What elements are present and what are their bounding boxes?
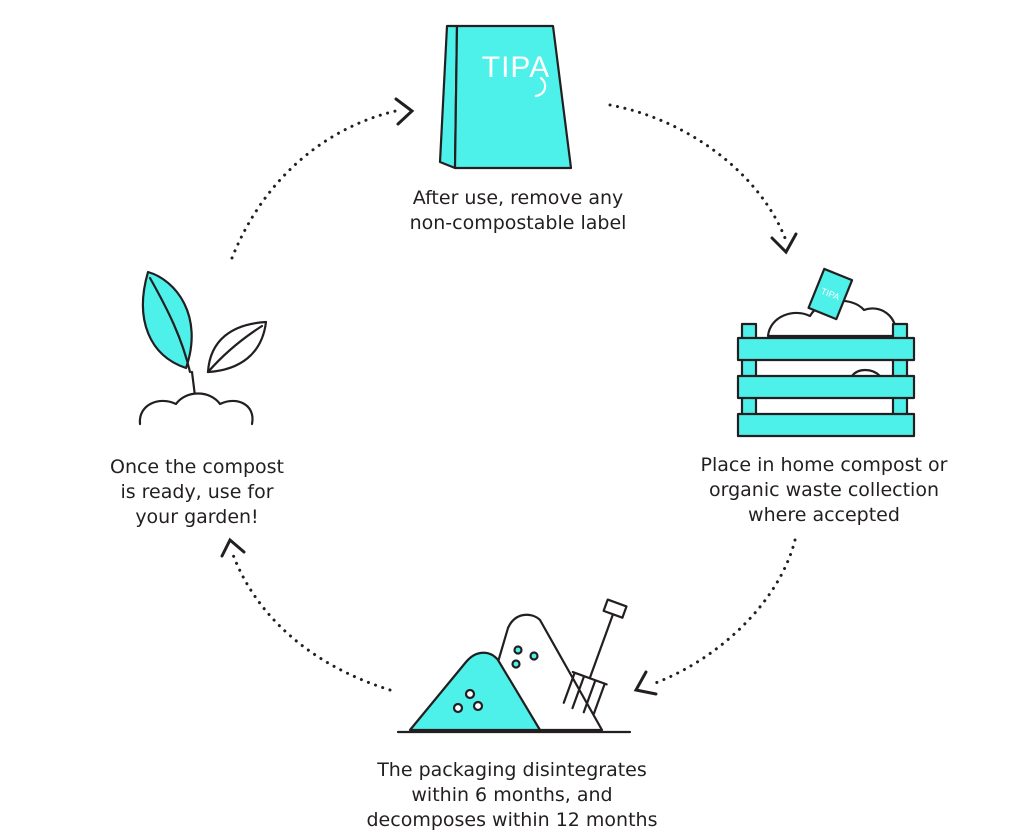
package-bag-icon: TIPA [438,24,573,170]
sprout-icon [138,270,268,426]
step-label-use-compost: Once the compost is ready, use for your … [109,456,284,528]
arrow-label-to-compost [608,103,798,255]
arrow-soil-to-sprout [220,537,392,692]
soil-pile-icon [396,598,632,734]
arrow-compost-to-soil [633,538,797,696]
arrow-sprout-to-label [230,97,415,260]
step-label-remove-label: After use, remove any non-compostable la… [409,187,627,234]
step-label-disintegrate: The packaging disintegrates within 6 mon… [366,759,658,831]
bag-logo-text: TIPA [482,51,550,84]
step-label-place-in-compost: Place in home compost or organic waste c… [700,454,948,526]
compost-crate-icon: TIPA [736,267,916,438]
